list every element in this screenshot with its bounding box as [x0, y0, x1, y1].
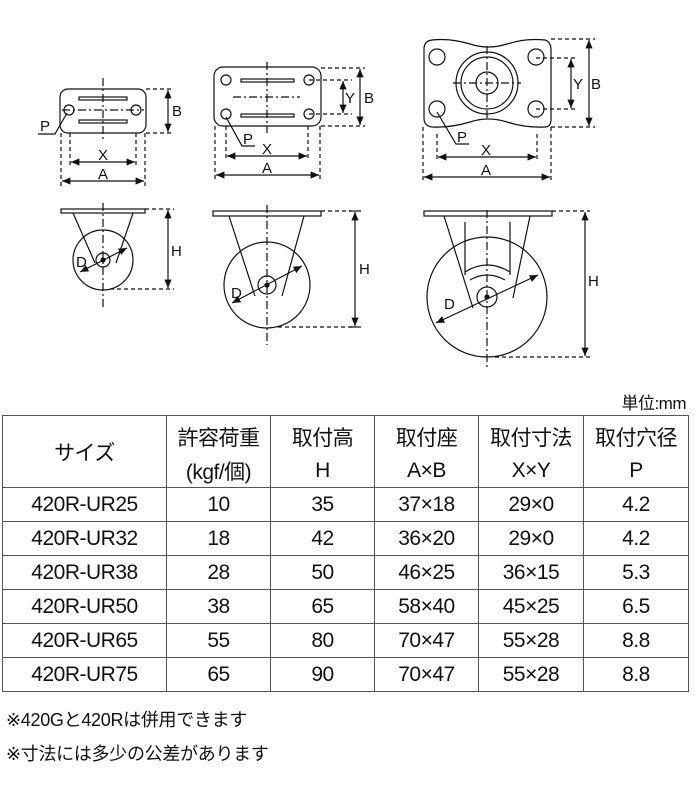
cell-load: 65 [166, 657, 271, 692]
cell-plate: 70×47 [374, 623, 479, 658]
cell-hole-dia: 5.3 [583, 555, 689, 590]
cell-mount-dim: 45×25 [478, 589, 584, 624]
header-size: サイズ [2, 415, 167, 488]
top-view-small [38, 78, 172, 186]
cell-load: 18 [166, 521, 271, 556]
table-row: 420R-UR38 28 50 46×25 36×15 5.3 [2, 555, 689, 590]
cell-mount-dim: 55×28 [478, 623, 584, 658]
label-y-3: Y [573, 76, 583, 93]
cell-size: 420R-UR32 [2, 521, 167, 556]
cell-height: 90 [270, 657, 375, 692]
cell-plate: 46×25 [374, 555, 479, 590]
table-row: 420R-UR65 55 80 70×47 55×28 8.8 [2, 623, 689, 658]
label-a-1: A [98, 166, 108, 183]
header-plate: 取付座 [374, 415, 479, 454]
header-mount-dim-symbol: X×Y [478, 454, 584, 488]
label-p-3: P [457, 129, 467, 146]
cell-plate: 36×20 [374, 521, 479, 556]
label-h-1: H [171, 243, 182, 260]
label-x-2: X [262, 141, 272, 158]
cell-hole-dia: 6.5 [583, 589, 689, 624]
label-b-2: B [364, 90, 374, 107]
label-x-3: X [481, 142, 491, 159]
cell-load: 10 [166, 487, 271, 522]
cell-mount-dim: 29×0 [478, 487, 584, 522]
cell-height: 35 [270, 487, 375, 522]
header-mount-dim: 取付寸法 [478, 415, 584, 454]
table-row: 420R-UR50 38 65 58×40 45×25 6.5 [2, 589, 689, 624]
label-h-2: H [359, 261, 370, 278]
label-a-3: A [481, 162, 491, 179]
cell-hole-dia: 8.8 [583, 657, 689, 692]
table-row: 420R-UR32 18 42 36×20 29×0 4.2 [2, 521, 689, 556]
spec-table: サイズ 許容荷重 取付高 取付座 取付寸法 取付穴径 (kgf/個) H A×B… [2, 415, 689, 692]
notes: ※420Gと420Rは併用できます ※寸法には多少の公差があります [6, 703, 269, 771]
label-d-2: D [231, 285, 242, 302]
cell-plate: 58×40 [374, 589, 479, 624]
label-b-3: B [591, 76, 601, 93]
header-height: 取付高 [270, 415, 375, 454]
cell-plate: 37×18 [374, 487, 479, 522]
header-load: 許容荷重 [166, 415, 271, 454]
cell-plate: 70×47 [374, 657, 479, 692]
cell-mount-dim: 36×15 [478, 555, 584, 590]
cell-height: 50 [270, 555, 375, 590]
label-x-1: X [98, 147, 108, 164]
dimension-drawings: P X A B P X A Y B P X A Y B D H D H D H [38, 38, 601, 368]
label-d-3: D [444, 296, 455, 313]
label-h-3: H [588, 273, 599, 290]
side-view-small [60, 203, 174, 308]
cell-hole-dia: 4.2 [583, 487, 689, 522]
cell-mount-dim: 55×28 [478, 657, 584, 692]
cell-size: 420R-UR38 [2, 555, 167, 590]
cell-hole-dia: 4.2 [583, 521, 689, 556]
note-tolerance: ※寸法には多少の公差があります [6, 744, 269, 764]
cell-size: 420R-UR65 [2, 623, 167, 658]
table-row: 420R-UR75 65 90 70×47 55×28 8.8 [2, 657, 689, 692]
cell-load: 28 [166, 555, 271, 590]
label-a-2: A [262, 160, 272, 177]
header-plate-symbol: A×B [374, 454, 479, 488]
label-p-2: P [243, 131, 253, 148]
top-view-large [422, 38, 595, 182]
side-view-medium [212, 205, 352, 345]
header-load-unit: (kgf/個) [166, 454, 271, 488]
header-row-2: (kgf/個) H A×B X×Y P [3, 454, 689, 488]
cell-height: 80 [270, 623, 375, 658]
label-b-1: B [172, 103, 182, 120]
table-row: 420R-UR25 10 35 37×18 29×0 4.2 [2, 487, 689, 522]
unit-label: 単位:mm [621, 394, 686, 413]
cell-height: 42 [270, 521, 375, 556]
cell-load: 55 [166, 623, 271, 658]
cell-load: 38 [166, 589, 271, 624]
cell-size: 420R-UR25 [2, 487, 167, 522]
header-hole-dia: 取付穴径 [583, 415, 689, 454]
header-row-1: サイズ 許容荷重 取付高 取付座 取付寸法 取付穴径 [2, 415, 689, 488]
cell-height: 65 [270, 589, 375, 624]
top-view-medium [213, 62, 365, 180]
side-view-large [349, 210, 590, 368]
label-p-1: P [40, 118, 50, 135]
label-y-2: Y [345, 90, 355, 107]
cell-hole-dia: 8.8 [583, 623, 689, 658]
header-height-symbol: H [270, 454, 375, 488]
header-hole-dia-symbol: P [583, 454, 689, 488]
cell-mount-dim: 29×0 [478, 521, 584, 556]
cell-size: 420R-UR75 [2, 657, 167, 692]
note-compatibility: ※420Gと420Rは併用できます [6, 710, 248, 730]
cell-size: 420R-UR50 [2, 589, 167, 624]
label-d-1: D [76, 254, 87, 271]
